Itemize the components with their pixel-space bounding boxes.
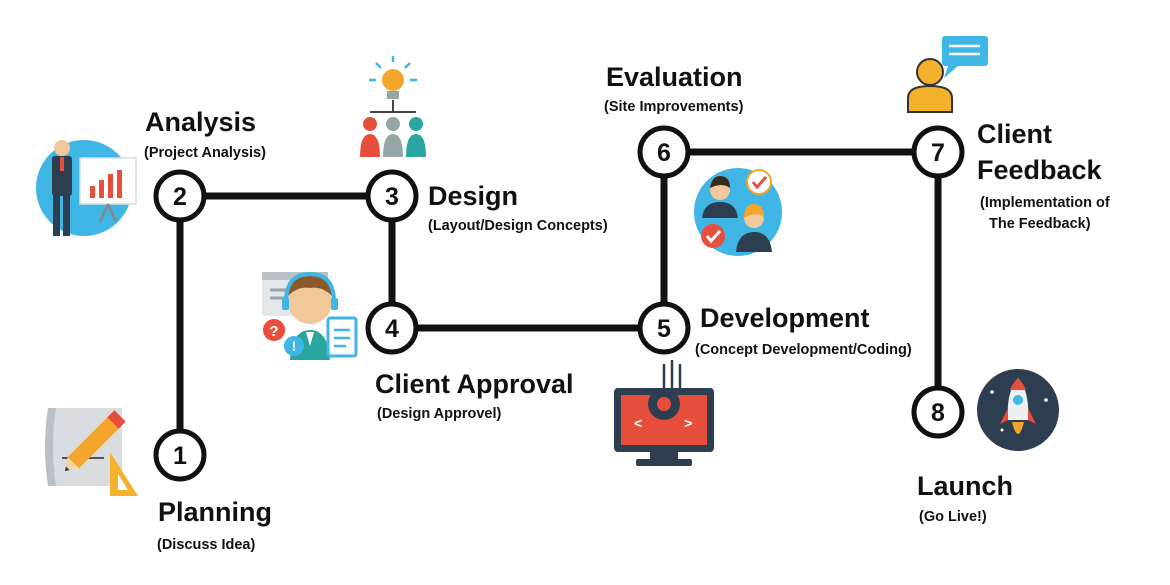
step-node-6: 6: [637, 125, 691, 179]
step-title-evaluation: Evaluation: [606, 62, 743, 92]
step-subtitle-development: (Concept Development/Coding): [695, 342, 912, 358]
step-node-8: 8: [911, 385, 965, 439]
step-number-7: 7: [931, 139, 945, 167]
step-node-4: 4: [365, 301, 419, 355]
step-number-6: 6: [657, 139, 671, 167]
step-number-1: 1: [173, 442, 187, 470]
step-title-client-approval: Client Approval: [375, 369, 574, 399]
step-number-4: 4: [385, 315, 399, 343]
step-subtitle-analysis: (Project Analysis): [144, 145, 266, 161]
svg-text:?: ?: [269, 323, 278, 340]
svg-text:!: !: [292, 338, 297, 354]
step-title-launch: Launch: [917, 471, 1014, 501]
step-subtitle-client-feedback-line1: (Implementation of: [980, 195, 1110, 211]
step-subtitle-planning: (Discuss Idea): [157, 537, 256, 553]
team-idea-icon: [360, 56, 426, 157]
review-approval-icon: [694, 168, 782, 256]
presentation-icon: [36, 140, 137, 236]
svg-text:>: >: [684, 417, 692, 433]
step-subtitle-design: (Layout/Design Concepts): [428, 218, 608, 234]
step-node-2: 2: [153, 169, 207, 223]
coding-monitor-icon: < >: [614, 360, 714, 466]
step-title-client-feedback-line1: Client: [977, 119, 1053, 149]
step-number-5: 5: [657, 315, 671, 343]
step-subtitle-launch: (Go Live!): [919, 509, 987, 525]
step-title-planning: Planning: [158, 497, 272, 527]
feedback-chat-icon: [907, 36, 988, 113]
step-title-client-feedback-line2: Feedback: [977, 155, 1102, 185]
step-title-development: Development: [700, 303, 870, 333]
step-subtitle-client-approval: (Design Approvel): [377, 406, 502, 422]
rocket-icon: [977, 369, 1059, 451]
step-title-design: Design: [428, 181, 519, 211]
step-node-7: 7: [911, 125, 965, 179]
step-number-3: 3: [385, 183, 399, 211]
svg-text:<: <: [634, 417, 642, 433]
step-node-3: 3: [365, 169, 419, 223]
support-agent-icon: ? !: [262, 271, 358, 360]
step-number-8: 8: [931, 399, 945, 427]
step-node-1: 1: [153, 428, 207, 482]
step-subtitle-evaluation: (Site Improvements): [604, 99, 744, 115]
step-number-2: 2: [173, 183, 187, 211]
step-title-analysis: Analysis: [145, 107, 257, 137]
step-subtitle-client-feedback-line2: The Feedback): [989, 216, 1091, 232]
pencil-ruler-icon: [45, 408, 138, 496]
step-node-5: 5: [637, 301, 691, 355]
